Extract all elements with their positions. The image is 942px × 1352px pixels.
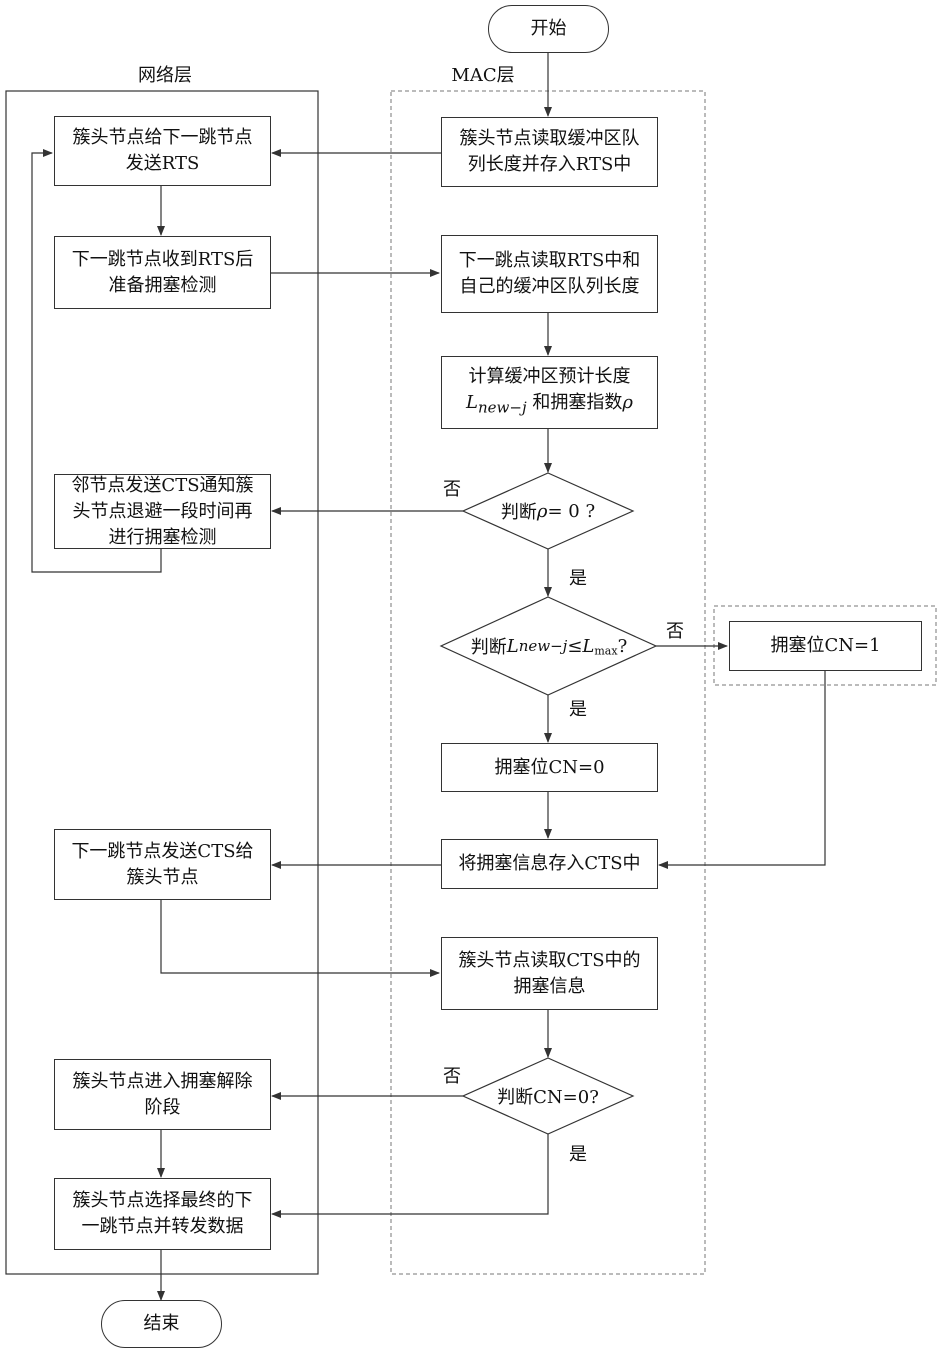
mac-calc-line2: Lnew−j 和拥塞指数ρ: [466, 390, 633, 421]
decision-length-prefix: 判断: [471, 633, 507, 659]
mac-cn0-box: 拥塞位CN=0: [441, 743, 658, 792]
mac-next-read-box: 下一跳点读取RTS中和 自己的缓冲区队列长度: [441, 235, 658, 313]
net-send-cts-line2: 簇头节点: [127, 865, 199, 891]
net-forward-box: 簇头节点选择最终的下 一跳节点并转发数据: [54, 1178, 271, 1250]
mac-read-queue-box: 簇头节点读取缓冲区队 列长度并存入RTS中: [441, 117, 658, 187]
mac-cn1-box: 拥塞位CN=1: [729, 621, 922, 671]
net-recv-rts-line1: 下一跳节点收到RTS后: [72, 247, 254, 273]
decision-length-suffix: ?: [618, 636, 628, 657]
edge-label-cn-no: 否: [438, 1064, 466, 1090]
decision-length-sub2-wrap: max: [594, 634, 617, 658]
decision-length-var1: L: [507, 636, 519, 657]
edge-label-cn-yes: 是: [564, 1142, 592, 1168]
net-recv-rts-line2: 准备拥塞检测: [109, 273, 217, 299]
mac-calc-mid: 和拥塞指数: [527, 392, 623, 413]
net-forward-line2: 一跳节点并转发数据: [82, 1214, 244, 1240]
decision-cn-label: 判断CN=0?: [497, 1083, 599, 1109]
net-send-rts-line2: 发送RTS: [126, 151, 200, 177]
edge-label-rho-no: 否: [438, 477, 466, 503]
mac-calc-l-var: L: [466, 392, 478, 413]
decision-length-text: 判断 Lnew−j ≤ Lmax?: [452, 633, 646, 659]
edge-label-rho-yes: 是: [564, 566, 592, 592]
net-send-cts-box: 下一跳节点发送CTS给 簇头节点: [54, 829, 271, 900]
mac-read-cts-box: 簇头节点读取CTS中的 拥塞信息: [441, 937, 658, 1010]
mac-store-cts-label: 将拥塞信息存入CTS中: [458, 851, 640, 877]
mac-read-queue-line2: 列长度并存入RTS中: [468, 152, 632, 178]
start-label: 开始: [531, 16, 567, 42]
net-forward-line1: 簇头节点选择最终的下: [73, 1188, 253, 1214]
decision-cn-text: 判断CN=0?: [470, 1083, 626, 1109]
mac-cn1-label: 拥塞位CN=1: [770, 633, 880, 659]
decision-length-var2: L: [582, 636, 594, 657]
decision-rho-var: ρ: [537, 501, 548, 522]
net-recv-rts-box: 下一跳节点收到RTS后 准备拥塞检测: [54, 236, 271, 309]
net-backoff-line1: 邻节点发送CTS通知簇: [71, 473, 253, 499]
decision-length-sub1: new−j: [519, 637, 568, 655]
mac-next-read-line1: 下一跳点读取RTS中和: [459, 248, 641, 274]
decision-length-sub2: max: [594, 645, 617, 658]
arrow-cn1-to-store: [659, 671, 825, 865]
net-relief-line1: 簇头节点进入拥塞解除: [73, 1069, 253, 1095]
net-relief-line2: 阶段: [145, 1095, 181, 1121]
net-backoff-line3: 进行拥塞检测: [109, 525, 217, 551]
mac-cn0-label: 拥塞位CN=0: [494, 755, 604, 781]
net-relief-box: 簇头节点进入拥塞解除 阶段: [54, 1059, 271, 1130]
mac-read-queue-line1: 簇头节点读取缓冲区队: [460, 126, 640, 152]
mac-read-cts-line1: 簇头节点读取CTS中的: [458, 948, 640, 974]
net-send-rts-box: 簇头节点给下一跳节点 发送RTS: [54, 116, 271, 186]
mac-layer-title: MAC层: [438, 63, 528, 89]
net-backoff-box: 邻节点发送CTS通知簇 头节点退避一段时间再 进行拥塞检测: [54, 474, 271, 549]
end-terminator: 结束: [101, 1300, 222, 1348]
arrow-send-cts-to-read-cts: [161, 900, 439, 973]
mac-calc-rho: ρ: [622, 392, 633, 413]
network-layer-title: 网络层: [120, 63, 210, 89]
mac-read-cts-line2: 拥塞信息: [514, 974, 586, 1000]
arrow-cn-yes-to-forward: [272, 1134, 548, 1214]
mac-next-read-line2: 自己的缓冲区队列长度: [460, 274, 640, 300]
edge-label-length-yes: 是: [564, 697, 592, 723]
decision-length-op: ≤: [567, 636, 582, 657]
mac-store-cts-box: 将拥塞信息存入CTS中: [441, 839, 658, 889]
net-backoff-line2: 头节点退避一段时间再: [73, 499, 253, 525]
decision-rho-rest: = 0 ?: [547, 501, 595, 522]
decision-rho-prefix: 判断: [501, 498, 537, 524]
mac-calc-line1: 计算缓冲区预计长度: [469, 364, 631, 390]
net-send-rts-line1: 簇头节点给下一跳节点: [73, 125, 253, 151]
mac-calc-l-sub: new−j: [478, 399, 527, 417]
end-label: 结束: [144, 1311, 180, 1337]
net-send-cts-line1: 下一跳节点发送CTS给: [71, 839, 253, 865]
decision-rho-text: 判断ρ = 0 ?: [470, 498, 626, 524]
edge-label-length-no: 否: [661, 619, 689, 645]
mac-calc-box: 计算缓冲区预计长度 Lnew−j 和拥塞指数ρ: [441, 356, 658, 429]
start-terminator: 开始: [488, 5, 609, 53]
